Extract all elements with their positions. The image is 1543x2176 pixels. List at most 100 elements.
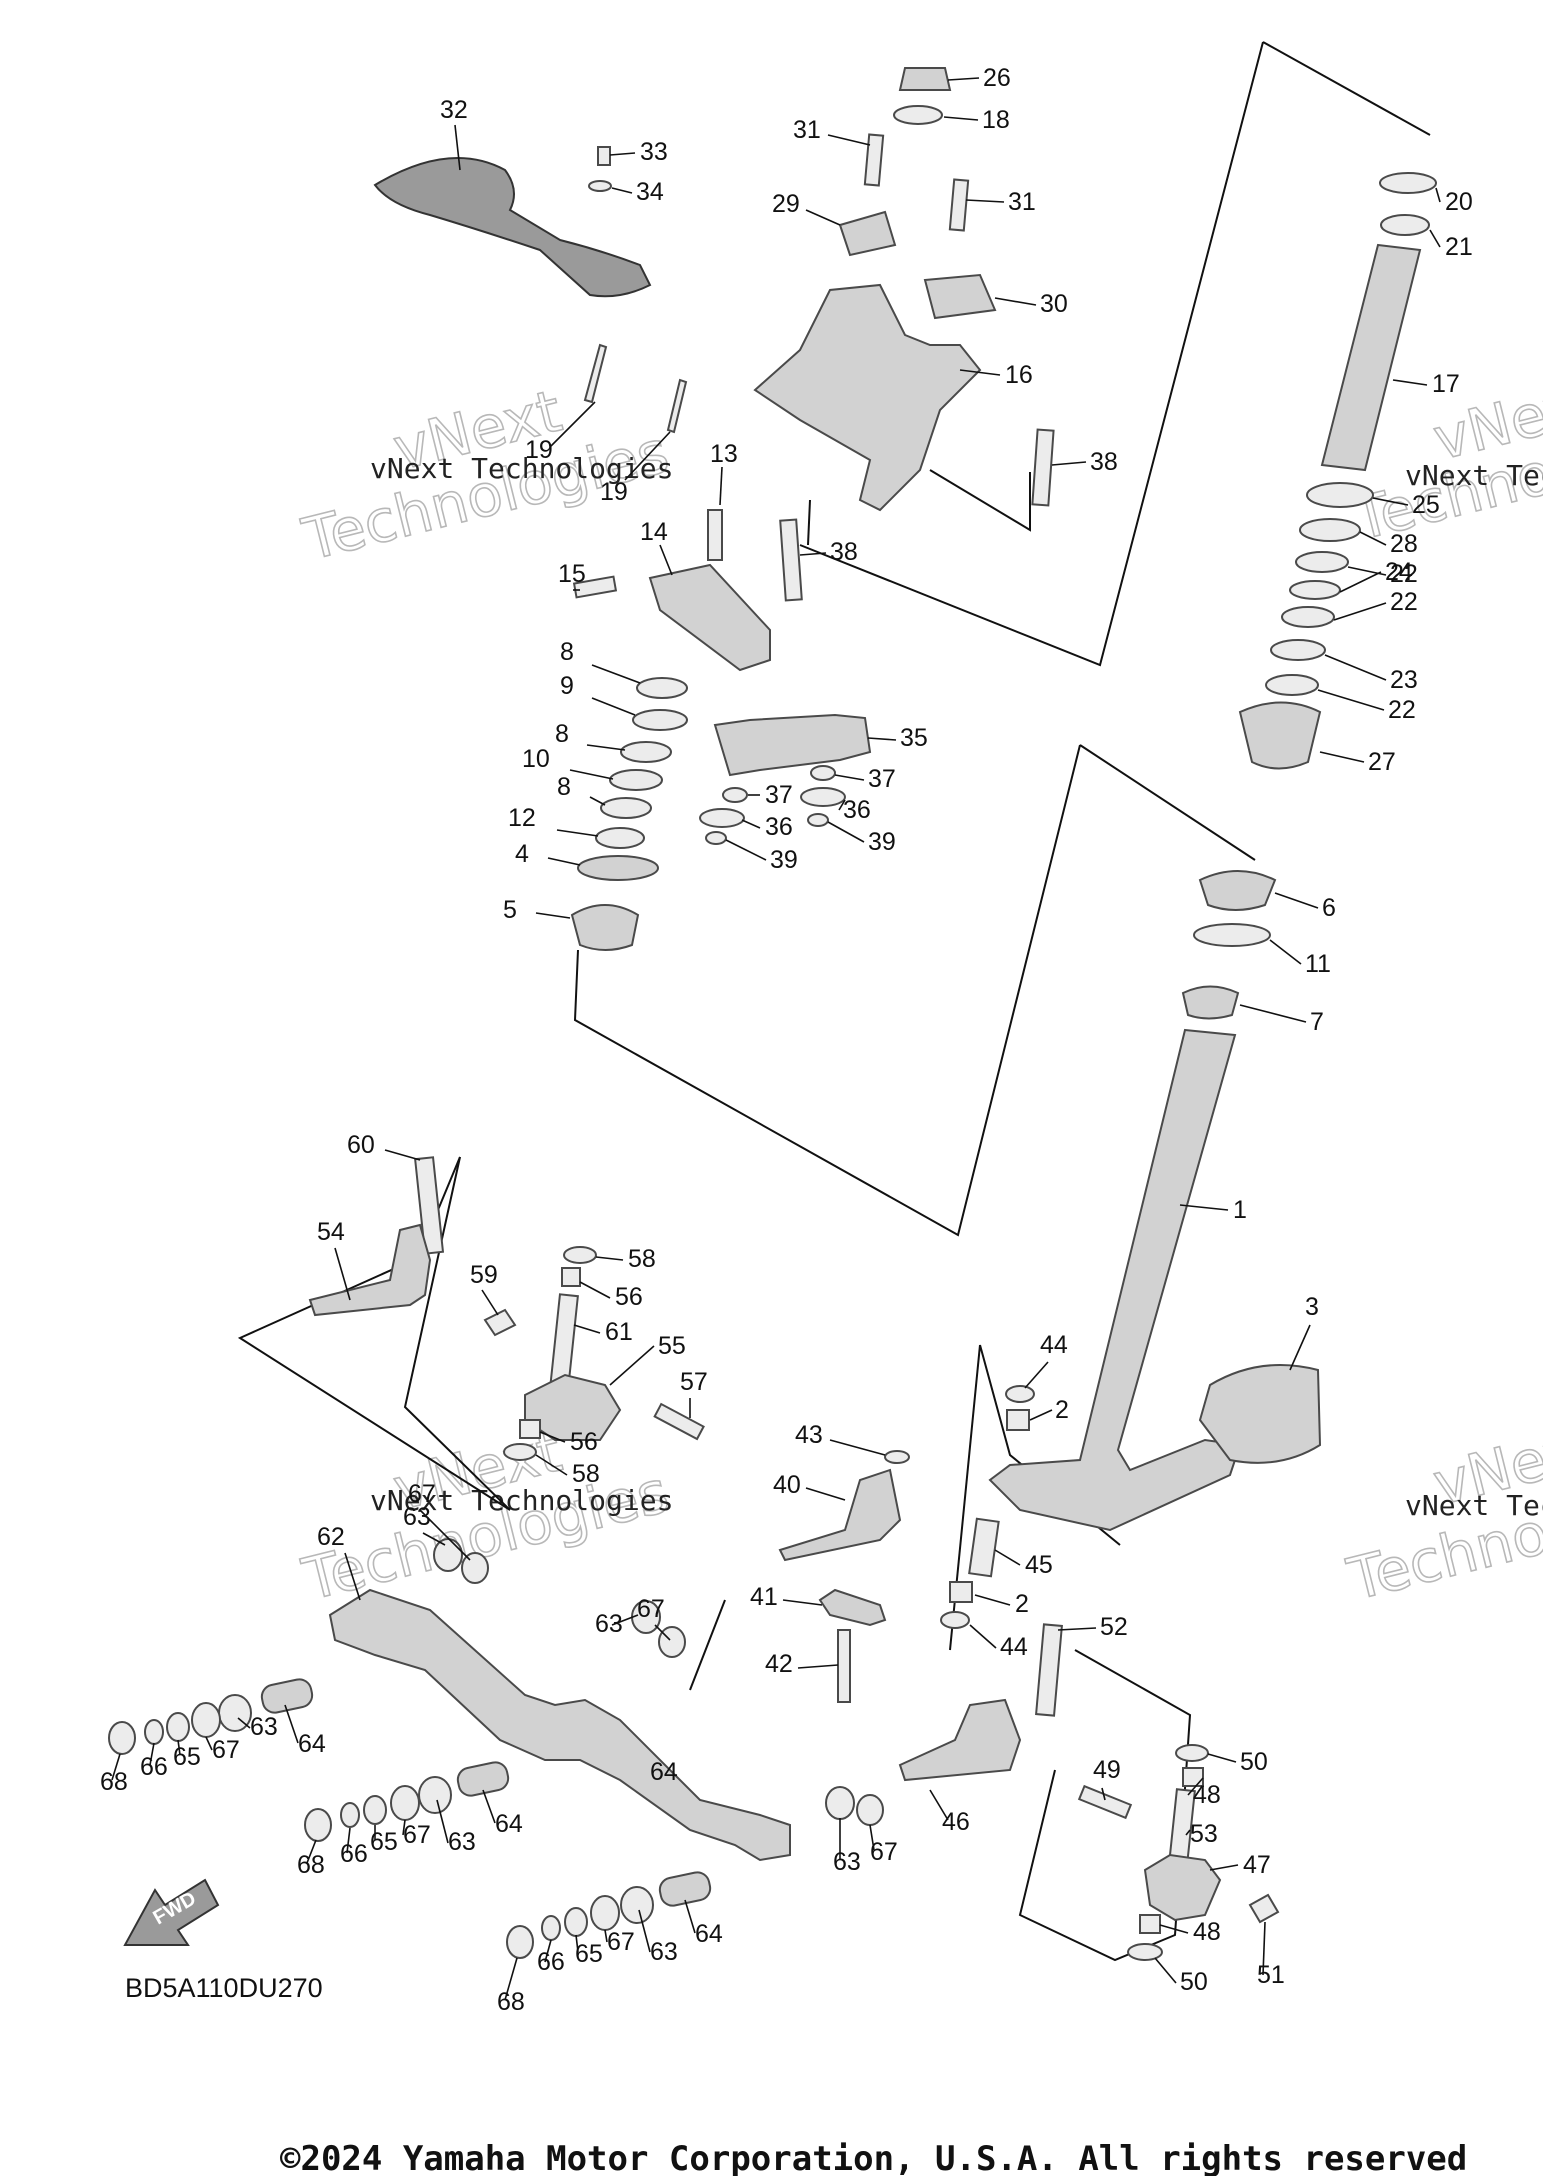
leader-67-97	[402, 1819, 406, 1836]
callout-68-101: 68	[297, 1851, 325, 1879]
leader-60-75	[384, 1149, 421, 1161]
leader-63-81	[436, 1799, 449, 1844]
leader-35-41	[867, 737, 897, 741]
leader-lines	[111, 77, 1441, 2001]
part-65-washer-a	[166, 1712, 190, 1742]
part-33-bolt	[597, 146, 611, 166]
leader-64-85	[482, 1789, 496, 1824]
part-25-washer	[1306, 482, 1374, 508]
part-54-knuckle	[308, 1223, 432, 1317]
callout-59-74: 59	[470, 1261, 498, 1289]
callout-51-64: 51	[1257, 1961, 1285, 1989]
callout-1-0: 1	[1233, 1196, 1247, 1224]
part-63-washer-e	[433, 1538, 463, 1572]
frame-pivot-link	[689, 1599, 726, 1691]
leader-19-22	[624, 431, 671, 481]
callout-65-88: 65	[173, 1743, 201, 1771]
callout-24-29: 24	[1385, 558, 1413, 586]
callout-67-94: 67	[408, 1480, 436, 1508]
leader-44-55	[969, 1624, 997, 1649]
leader-68-101	[306, 1839, 317, 1864]
callout-22-25: 22	[1390, 560, 1418, 588]
callout-38-46: 38	[1090, 448, 1118, 476]
part-2-bushing-a	[1006, 1409, 1030, 1431]
leader-39-49	[725, 839, 767, 861]
callout-66-91: 66	[140, 1753, 168, 1781]
part-67-washer-c	[590, 1895, 620, 1931]
callout-13-15: 13	[710, 440, 738, 468]
callout-18-20: 18	[982, 106, 1010, 134]
callout-2-1: 2	[1055, 1396, 1069, 1424]
leader-61-76	[573, 1324, 601, 1334]
part-57-bolt	[653, 1402, 705, 1441]
leader-59-74	[481, 1289, 499, 1316]
callout-8-8: 8	[560, 638, 574, 666]
part-19-pin-a	[583, 343, 608, 404]
callout-64-86: 64	[695, 1920, 723, 1948]
leader-67-98	[604, 1929, 608, 1943]
leader-63-79	[611, 1614, 639, 1626]
leader-64-86	[684, 1899, 696, 1934]
leader-18-20	[943, 116, 979, 121]
part-26-cap	[898, 67, 952, 91]
part-67-washer-e	[461, 1552, 489, 1584]
callout-64-84: 64	[298, 1730, 326, 1758]
leader-33-39	[609, 152, 636, 156]
callout-34-40: 34	[636, 178, 664, 206]
frame-upper-mid-2	[929, 469, 1031, 532]
part-22-bearing-a	[1295, 551, 1349, 573]
part-59-clip	[483, 1308, 517, 1337]
leader-40-50	[805, 1487, 846, 1501]
leader-66-92	[346, 1827, 351, 1854]
leader-31-37	[965, 199, 1005, 203]
leader-43-53	[829, 1439, 886, 1456]
part-8-seal-b	[620, 741, 672, 763]
leader-37-44	[834, 774, 865, 781]
callout-44-54: 44	[1040, 1331, 1068, 1359]
leader-20-23	[1435, 187, 1441, 203]
callout-65-89: 65	[370, 1828, 398, 1856]
fwd-arrow: FWD	[123, 1878, 220, 1946]
callout-65-90: 65	[575, 1940, 603, 1968]
callout-43-53: 43	[795, 1421, 823, 1449]
part-66-washer-b	[340, 1802, 360, 1828]
leader-66-91	[149, 1742, 155, 1766]
leader-38-47	[799, 552, 827, 556]
callout-50-62: 50	[1240, 1748, 1268, 1776]
part-29-clamp	[838, 210, 897, 257]
callout-56-70: 56	[570, 1428, 598, 1456]
part-65-washer-c	[564, 1907, 588, 1937]
leader-67-99	[869, 1824, 875, 1851]
part-17-tube	[1320, 243, 1422, 472]
watermark-text-4: vNext Technologies	[1405, 1489, 1543, 1522]
callout-22-26: 22	[1390, 588, 1418, 616]
part-9-ring	[632, 709, 688, 731]
callout-57-71: 57	[680, 1368, 708, 1396]
part-63-washer-f	[825, 1786, 855, 1820]
callout-7-7: 7	[1310, 1008, 1324, 1036]
leader-53-66	[1185, 1829, 1191, 1836]
leader-16-18	[959, 369, 1001, 376]
part-45-pin	[968, 1517, 1000, 1578]
callout-35-41: 35	[900, 724, 928, 752]
diagram-code: BD5A110DU270	[125, 1973, 323, 2003]
part-27-bushing	[1238, 701, 1322, 770]
callout-15-17: 15	[558, 560, 586, 588]
leader-49-61	[1101, 1787, 1106, 1801]
callout-8-10: 8	[557, 773, 571, 801]
leader-48-59	[1187, 1777, 1204, 1796]
leader-56-69	[579, 1281, 611, 1299]
leader-54-67	[334, 1247, 351, 1301]
watermark-group: Technologies vNext vNext Technologies Te…	[295, 366, 1543, 1615]
callout-8-9: 8	[555, 720, 569, 748]
leader-42-52	[797, 1664, 839, 1669]
callout-68-100: 68	[100, 1768, 128, 1796]
leader-6-6	[1274, 892, 1319, 909]
callout-48-59: 48	[1193, 1781, 1221, 1809]
part-20-washer	[1379, 172, 1437, 194]
leader-36-42	[838, 799, 846, 811]
part-8-seal-a	[636, 677, 688, 699]
callout-53-66: 53	[1190, 1820, 1218, 1848]
callout-38-47: 38	[830, 538, 858, 566]
